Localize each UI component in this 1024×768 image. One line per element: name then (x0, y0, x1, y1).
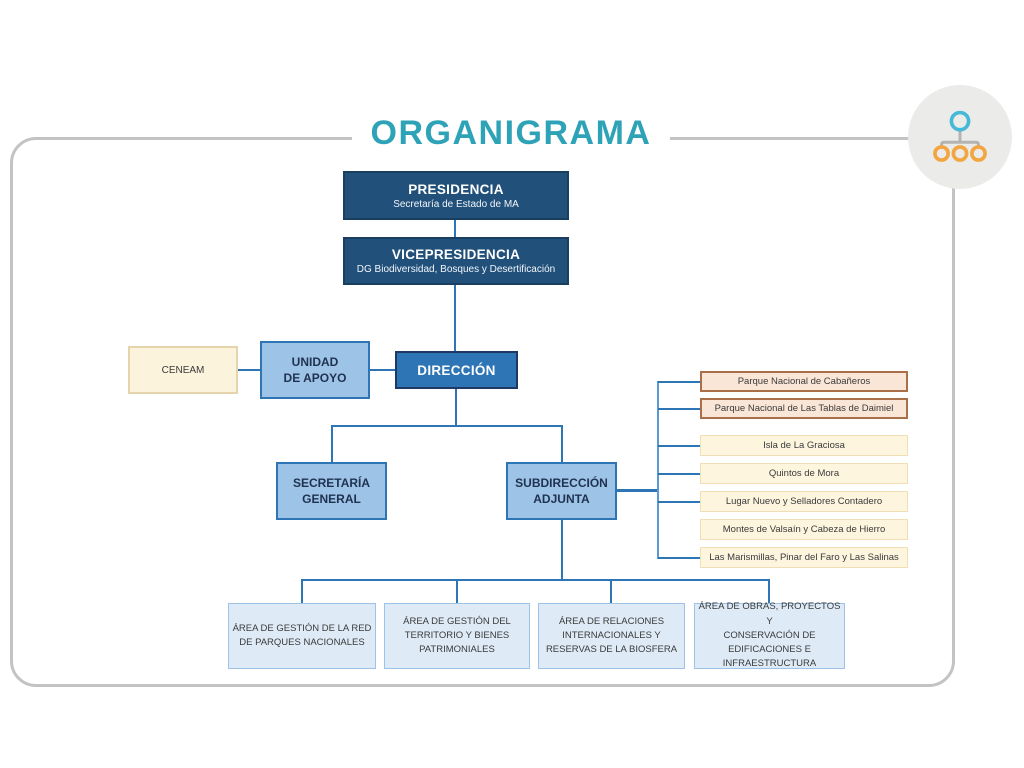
node-parque-cabaneros-label: Parque Nacional de Cabañeros (737, 376, 871, 387)
node-area-obras: ÁREA DE OBRAS, PROYECTOS Y CONSERVACIÓN … (694, 601, 845, 670)
connector-stub-parque-1 (658, 381, 700, 383)
connector-drop-area-3 (610, 579, 612, 603)
node-presidencia-title: PRESIDENCIA (408, 181, 504, 197)
connector-direccion-down (455, 389, 457, 426)
node-quintos-mora-label: Quintos de Mora (768, 468, 840, 479)
connector-stub-parque-2 (658, 408, 700, 410)
node-quintos-mora: Quintos de Mora (700, 463, 908, 484)
node-direccion-label: DIRECCIÓN (417, 362, 496, 378)
node-subdireccion-adjunta-label: SUBDIRECCIÓN ADJUNTA (515, 475, 608, 506)
connector-drop-subdireccion (561, 425, 563, 462)
node-presidencia: PRESIDENCIA Secretaría de Estado de MA (343, 171, 569, 220)
node-montes-valsain: Montes de Valsaín y Cabeza de Hierro (700, 519, 908, 540)
connector-drop-area-1 (301, 579, 303, 603)
org-chart-icon (908, 85, 1012, 189)
node-secretaria-general: SECRETARÍA GENERAL (276, 462, 387, 520)
connector-drop-area-2 (456, 579, 458, 603)
node-vicepresidencia-subtitle: DG Biodiversidad, Bosques y Desertificac… (356, 264, 556, 275)
node-parque-daimiel: Parque Nacional de Las Tablas de Daimiel (700, 398, 908, 419)
connector-ceneam-unidad (238, 369, 260, 371)
connector-areas-branch (301, 579, 770, 581)
node-subdireccion-adjunta: SUBDIRECCIÓN ADJUNTA (506, 462, 617, 520)
connector-stub-parque-4 (658, 473, 700, 475)
connector-stub-parque-3 (658, 445, 700, 447)
connector-presidencia-vicepresidencia (454, 220, 456, 237)
node-area-territorio-label: ÁREA DE GESTIÓN DEL TERRITORIO Y BIENES … (403, 615, 511, 656)
connector-unidad-direccion (370, 369, 395, 371)
node-area-obras-label: ÁREA DE OBRAS, PROYECTOS Y CONSERVACIÓN … (698, 601, 841, 670)
connector-stub-parque-5 (658, 501, 700, 503)
connector-vicepresidencia-direccion (454, 285, 456, 351)
org-chart-icon-glyph (933, 110, 987, 162)
node-isla-graciosa-label: Isla de La Graciosa (763, 440, 845, 451)
node-ceneam: CENEAM (128, 346, 238, 394)
node-area-relaciones-label: ÁREA DE RELACIONES INTERNACIONALES Y RES… (545, 615, 678, 656)
node-unidad-apoyo-label: UNIDAD DE APOYO (283, 354, 347, 385)
connector-subdireccion-parques (617, 489, 659, 492)
node-lugar-nuevo: Lugar Nuevo y Selladores Contadero (700, 491, 908, 512)
node-unidad-apoyo: UNIDAD DE APOYO (260, 341, 370, 399)
node-vicepresidencia: VICEPRESIDENCIA DG Biodiversidad, Bosque… (343, 237, 569, 285)
node-parque-cabaneros: Parque Nacional de Cabañeros (700, 371, 908, 392)
page-title: ORGANIGRAMA (352, 110, 670, 156)
node-marismillas-label: Las Marismillas, Pinar del Faro y Las Sa… (709, 552, 899, 563)
connector-parques-spine (657, 381, 659, 559)
node-direccion: DIRECCIÓN (395, 351, 518, 389)
connector-drop-secretaria (331, 425, 333, 462)
node-lugar-nuevo-label: Lugar Nuevo y Selladores Contadero (725, 496, 883, 507)
node-ceneam-label: CENEAM (161, 364, 205, 376)
node-isla-graciosa: Isla de La Graciosa (700, 435, 908, 456)
node-vicepresidencia-title: VICEPRESIDENCIA (391, 247, 521, 262)
node-parque-daimiel-label: Parque Nacional de Las Tablas de Daimiel (714, 403, 894, 414)
node-area-relaciones: ÁREA DE RELACIONES INTERNACIONALES Y RES… (538, 603, 685, 669)
connector-drop-area-4 (768, 579, 770, 603)
node-area-red-parques: ÁREA DE GESTIÓN DE LA RED DE PARQUES NAC… (228, 603, 376, 669)
node-presidencia-subtitle: Secretaría de Estado de MA (393, 198, 519, 210)
node-marismillas: Las Marismillas, Pinar del Faro y Las Sa… (700, 547, 908, 568)
connector-stub-parque-7 (658, 557, 700, 559)
connector-subdireccion-down (561, 520, 563, 580)
node-secretaria-general-label: SECRETARÍA GENERAL (292, 475, 371, 506)
node-area-territorio: ÁREA DE GESTIÓN DEL TERRITORIO Y BIENES … (384, 603, 530, 669)
node-montes-valsain-label: Montes de Valsaín y Cabeza de Hierro (722, 524, 886, 535)
node-area-red-parques-label: ÁREA DE GESTIÓN DE LA RED DE PARQUES NAC… (232, 622, 372, 648)
connector-direccion-branch (331, 425, 563, 427)
